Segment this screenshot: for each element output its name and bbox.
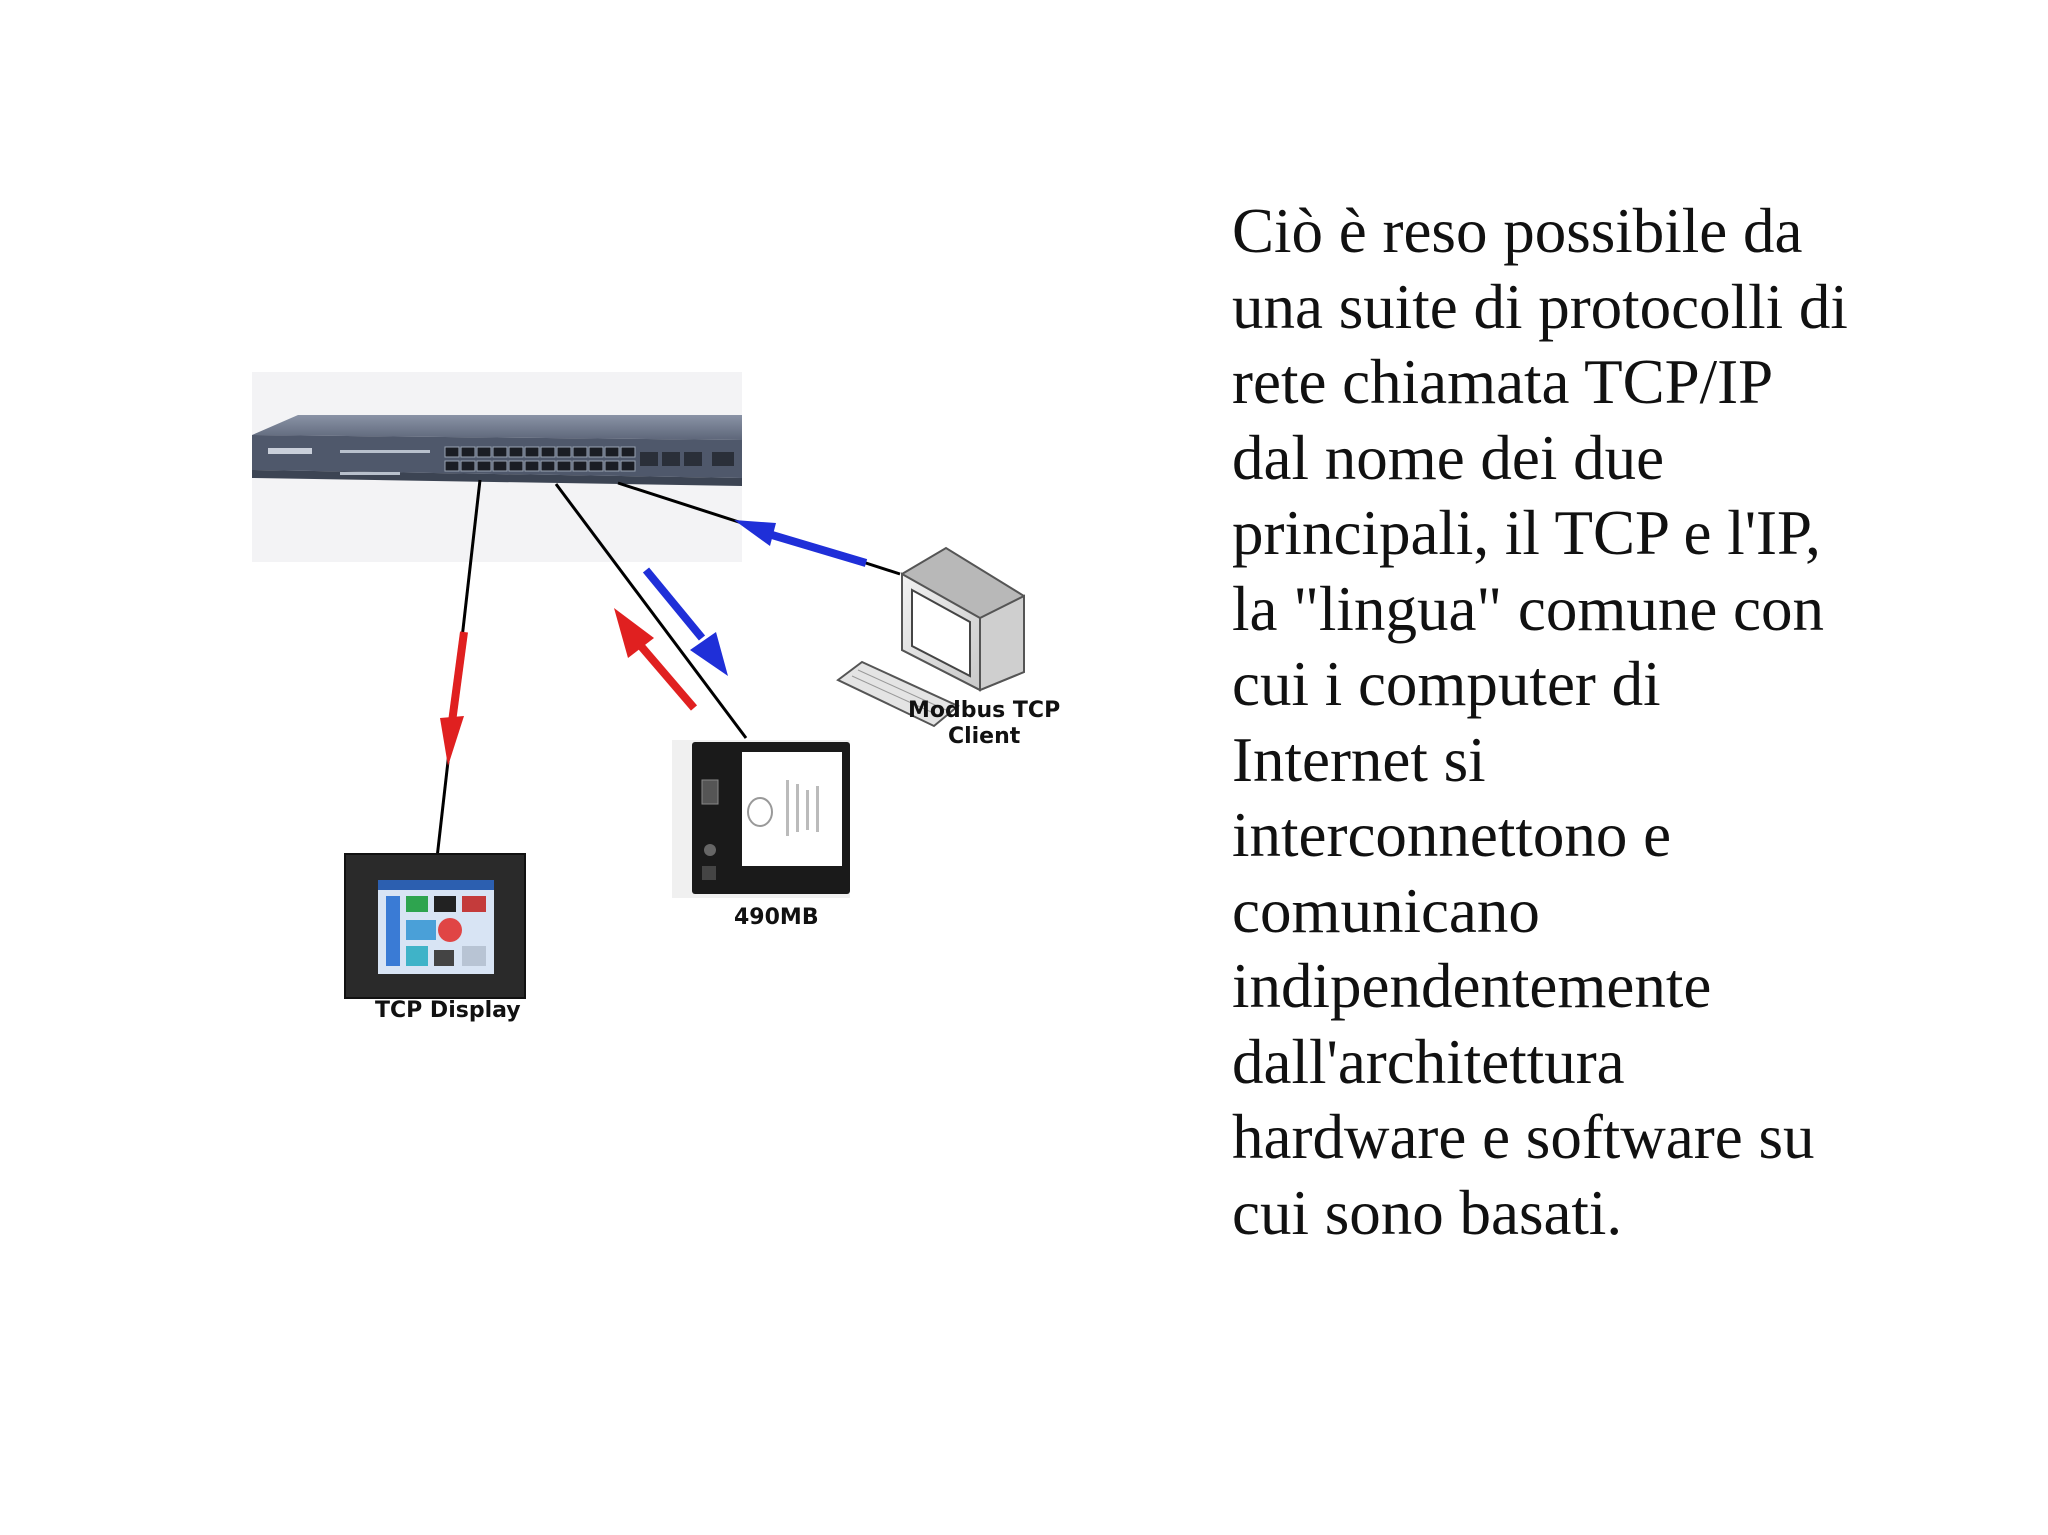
network-diagram — [252, 372, 1025, 999]
text-line: interconnettono e — [1232, 800, 1672, 870]
device-490mb — [672, 740, 850, 898]
text-line: cui i computer di — [1232, 649, 1661, 719]
modbus-client-computer — [836, 546, 1025, 728]
text-line: hardware e software su — [1232, 1102, 1815, 1172]
text-line: cui sono basati. — [1232, 1177, 1623, 1248]
text-line: la "lingua" comune con — [1232, 573, 1825, 644]
tcp-display-device — [344, 853, 526, 999]
text-line: indipendentemente — [1232, 951, 1712, 1021]
red-arrow-to-display — [440, 631, 468, 766]
text-line: Ciò è reso possibile da — [1232, 196, 1803, 266]
text-line: comunicano — [1232, 875, 1540, 946]
cable-to-490mb — [554, 483, 748, 739]
text-line: dall'architettura — [1232, 1026, 1625, 1097]
network-switch — [252, 415, 742, 486]
blue-arrow-to-switch — [734, 520, 868, 567]
text-line: Internet si — [1232, 724, 1486, 795]
tcp-display-label: TCP Display — [375, 998, 521, 1023]
text-line: principali, il TCP e l'IP, — [1232, 498, 1821, 568]
modbus-client-label-line2: Client — [947, 724, 1021, 749]
text-line: dal nome dei due — [1232, 422, 1665, 493]
blue-arrow-to-490mb — [642, 567, 728, 676]
modbus-client-label: Modbus TCP Client — [908, 698, 1060, 750]
modbus-client-label-line1: Modbus TCP — [908, 698, 1061, 723]
device-490mb-label: 490MB — [734, 905, 819, 930]
body-text: Ciò è reso possibile da una suite di pro… — [1232, 194, 1952, 1251]
text-line: rete chiamata TCP/IP — [1232, 347, 1774, 417]
text-line: una suite di protocolli di — [1232, 271, 1848, 342]
red-arrow-to-switch — [614, 608, 698, 711]
